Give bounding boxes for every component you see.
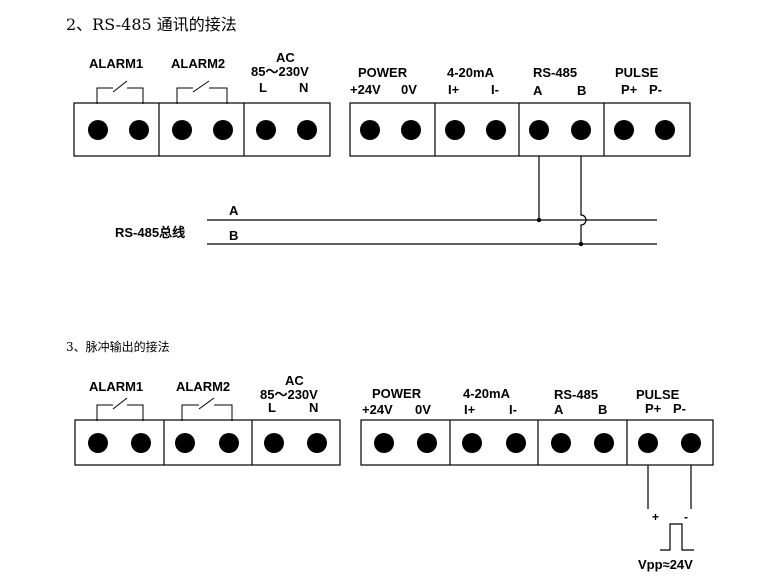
s2-n-label: N	[299, 80, 308, 95]
s3-ac-label: AC	[285, 373, 304, 388]
s2-pplus-label: P+	[621, 82, 638, 97]
s3-terminal-screw	[638, 433, 658, 453]
s2-power-label: POWER	[358, 65, 408, 80]
s2-junction-b	[578, 241, 584, 247]
s2-24v-label: +24V	[350, 82, 381, 97]
s3-0v-label: 0V	[415, 402, 431, 417]
s2-terminal-screw	[486, 120, 506, 140]
s3-terminal-screw	[551, 433, 571, 453]
s3-minus-sign: -	[684, 510, 688, 524]
s2-terminal-screw	[614, 120, 634, 140]
s3-alarm1-label: ALARM1	[89, 379, 143, 394]
s2-terminal-screw	[88, 120, 108, 140]
s3-alarm2-label: ALARM2	[176, 379, 230, 394]
s2-terminal-screw	[571, 120, 591, 140]
s2-alarm1-relay-symbol	[96, 80, 144, 104]
s2-l-label: L	[259, 80, 267, 95]
s3-terminal-screw	[88, 433, 108, 453]
s3-l-label: L	[268, 400, 276, 415]
s2-alarm2-relay-symbol	[176, 80, 228, 104]
s2-terminal-screw	[445, 120, 465, 140]
s2-terminal-screw	[297, 120, 317, 140]
s3-terminal-screw	[307, 433, 327, 453]
s2-pminus-label: P-	[649, 82, 662, 97]
s3-alarm2-relay-symbol	[181, 397, 233, 421]
s3-terminal-screw	[594, 433, 614, 453]
s3-terminal-screw	[506, 433, 526, 453]
s3-terminal-block-right	[360, 419, 714, 466]
s3-pulse-label: PULSE	[636, 387, 680, 402]
s3-terminal-screw	[131, 433, 151, 453]
s2-terminal-block-left	[73, 102, 331, 157]
s3-terminal-screw	[462, 433, 482, 453]
section2-heading: 2、RS-485 通讯的接法	[66, 15, 237, 34]
s3-terminal-block-left	[74, 419, 341, 466]
s3-vpp-label: Vpp≈24V	[638, 557, 693, 572]
s2-bus-label: RS-485总线	[115, 225, 185, 240]
s3-pplus-label: P+	[645, 401, 662, 416]
s3-b-label: B	[598, 402, 607, 417]
s3-ac-range: 85～230V	[260, 387, 318, 402]
s2-terminal-screw	[529, 120, 549, 140]
s2-wire-b	[580, 156, 587, 244]
s2-4-20ma-label: 4-20mA	[447, 65, 495, 80]
s2-ac-range: 85～230V	[251, 64, 309, 79]
s3-terminal-screw	[175, 433, 195, 453]
s3-plus-sign: +	[652, 510, 659, 524]
s2-0v-label: 0V	[401, 82, 417, 97]
s2-terminal-screw	[129, 120, 149, 140]
s2-rs485-label: RS-485	[533, 65, 577, 80]
s3-terminal-screw	[219, 433, 239, 453]
s3-pulse-waveform-icon	[660, 523, 694, 551]
s2-terminal-screw	[256, 120, 276, 140]
s2-terminal-screw	[401, 120, 421, 140]
s2-ac-label: AC	[276, 50, 295, 65]
section3-heading: 3、脉冲输出的接法	[66, 339, 170, 354]
s2-terminal-screw	[655, 120, 675, 140]
s2-terminal-screw	[213, 120, 233, 140]
s2-alarm1-label: ALARM1	[89, 56, 143, 71]
s3-pminus-label: P-	[673, 401, 686, 416]
s2-bus-b-label: B	[229, 228, 238, 243]
s2-alarm2-label: ALARM2	[171, 56, 225, 71]
s2-pulse-label: PULSE	[615, 65, 659, 80]
s3-alarm1-relay-symbol	[96, 397, 144, 421]
s2-junction-a	[536, 217, 542, 223]
s2-terminal-block-right	[349, 102, 691, 157]
s2-bus-a-label: A	[229, 203, 239, 218]
s3-24v-label: +24V	[362, 402, 393, 417]
s3-n-label: N	[309, 400, 318, 415]
s2-iminus-label: I-	[491, 82, 499, 97]
s3-iplus-label: I+	[464, 402, 476, 417]
s3-a-label: A	[554, 402, 564, 417]
s3-terminal-screw	[374, 433, 394, 453]
s3-rs485-label: RS-485	[554, 387, 598, 402]
s3-power-label: POWER	[372, 386, 422, 401]
s2-terminal-screw	[360, 120, 380, 140]
s3-terminal-screw	[264, 433, 284, 453]
s3-terminal-screw	[417, 433, 437, 453]
s2-iplus-label: I+	[448, 82, 460, 97]
s2-b-label: B	[577, 83, 586, 98]
s3-iminus-label: I-	[509, 402, 517, 417]
s2-a-label: A	[533, 83, 543, 98]
s3-terminal-screw	[681, 433, 701, 453]
s3-4-20ma-label: 4-20mA	[463, 386, 511, 401]
s2-terminal-screw	[172, 120, 192, 140]
